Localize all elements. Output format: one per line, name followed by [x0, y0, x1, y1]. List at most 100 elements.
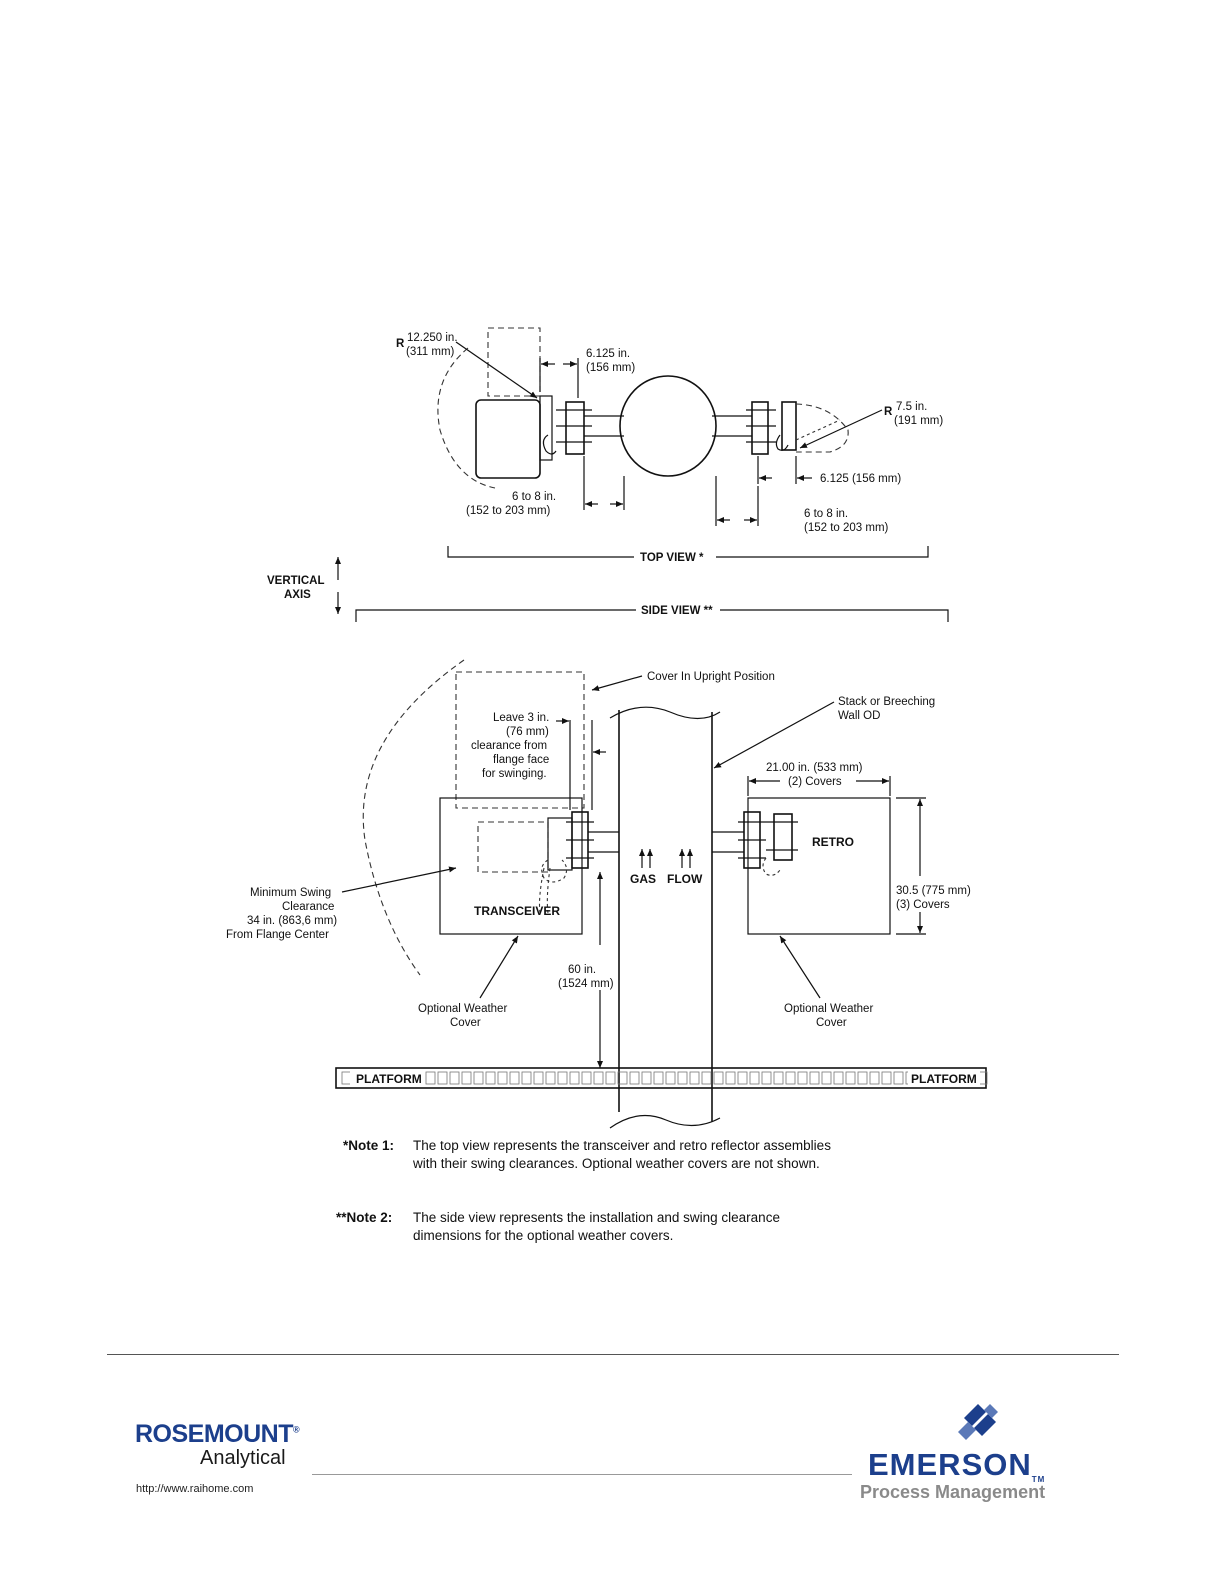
platform-cell: [797, 1071, 808, 1085]
side-swing-arc: [362, 659, 465, 976]
side-weather-right-2: Cover: [816, 1017, 847, 1029]
top-view-title: TOP VIEW *: [640, 552, 704, 564]
platform-cell: [725, 1071, 736, 1085]
side-transceiver-body: [477, 821, 549, 873]
axis-line1: VERTICAL: [267, 575, 325, 587]
top-r1-label: R: [396, 338, 405, 350]
note2-line1: The side view represents the installatio…: [413, 1210, 780, 1225]
top-gap-left-value: 6 to 8 in.: [512, 491, 556, 503]
axis-line2: AXIS: [284, 589, 311, 601]
side-view-title: SIDE VIEW **: [641, 605, 713, 617]
side-height-2: (3) Covers: [896, 899, 950, 911]
side-stack-2: Wall OD: [838, 710, 880, 722]
top-stack-circle: [619, 375, 717, 477]
side-cover-upright-label: Cover In Upright Position: [647, 671, 775, 683]
vertical-axis: VERTICAL AXIS: [267, 557, 341, 614]
note2-line2: dimensions for the optional weather cove…: [413, 1228, 673, 1243]
rosemount-url: http://www.raihome.com: [136, 1483, 254, 1495]
top-view: 6.125 in. (156 mm) R 12.250 in. (311 mm)…: [396, 327, 943, 564]
side-h60-1: 60 in.: [568, 964, 596, 976]
top-gap-right-value: 6 to 8 in.: [804, 508, 848, 520]
side-gas-label: GAS: [630, 872, 656, 886]
platform-cell: [677, 1071, 688, 1085]
analytical-text: Analytical: [200, 1447, 286, 1469]
note1-head: *Note 1:: [343, 1138, 394, 1153]
platform-cell: [497, 1071, 508, 1085]
side-leave-5: for swinging.: [482, 768, 547, 780]
top-gap-right-mm: (152 to 203 mm): [804, 522, 889, 534]
side-retro-body: [773, 813, 793, 861]
side-leave-3: clearance from: [471, 740, 547, 752]
platform-cell: [569, 1071, 580, 1085]
rosemount-reg: ®: [293, 1424, 300, 1435]
side-cover-upright: [455, 671, 585, 809]
top-flange-left: [565, 401, 585, 455]
platform-cell: [461, 1071, 472, 1085]
top-flange-right: [751, 401, 769, 455]
side-stack-1: Stack or Breeching: [838, 696, 935, 708]
top-r2-value: 7.5 in.: [896, 401, 927, 413]
top-retro: [781, 401, 797, 451]
top-gap-left-mm: (152 to 203 mm): [466, 505, 551, 517]
platform-cell: [533, 1071, 544, 1085]
platform-cell: [545, 1071, 556, 1085]
side-height-1: 30.5 (775 mm): [896, 885, 971, 897]
platform-cell: [689, 1071, 700, 1085]
side-width-2: (2) Covers: [788, 776, 842, 788]
platform-cell: [821, 1071, 832, 1085]
top-cover-upright: [487, 327, 541, 397]
side-retro-label: RETRO: [812, 835, 854, 849]
platform-cell: [437, 1071, 448, 1085]
platform-cell: [341, 1071, 352, 1085]
top-r2-label: R: [884, 406, 893, 418]
platform-cell: [749, 1071, 760, 1085]
top-transceiver-body: [475, 399, 541, 479]
platform-cell: [737, 1071, 748, 1085]
side-swing-2: Clearance: [282, 901, 334, 913]
platform-cell: [785, 1071, 796, 1085]
platform: [335, 1067, 987, 1089]
top-r2-mm: (191 mm): [894, 415, 943, 427]
top-swing-arc-right: [795, 403, 849, 453]
platform-cell: [881, 1071, 892, 1085]
top-r1-value: 12.250 in.: [407, 332, 458, 344]
platform-cell: [425, 1071, 436, 1085]
side-weather-right-1: Optional Weather: [784, 1003, 873, 1015]
side-swing-3: 34 in. (863,6 mm): [247, 915, 337, 927]
platform-left-label: PLATFORM: [356, 1072, 422, 1086]
platform-cell: [665, 1071, 676, 1085]
platform-cell: [449, 1071, 460, 1085]
platform-cell: [869, 1071, 880, 1085]
side-swing-4: From Flange Center: [226, 929, 329, 941]
platform-cell: [653, 1071, 664, 1085]
platform-cell: [845, 1071, 856, 1085]
side-transceiver-label: TRANSCEIVER: [474, 904, 560, 918]
platform-cell: [833, 1071, 844, 1085]
notes: *Note 1: The top view represents the tra…: [336, 1138, 831, 1243]
emerson-mark-icon: [958, 1404, 998, 1440]
platform-cell: [761, 1071, 772, 1085]
platform-cell: [617, 1071, 628, 1085]
side-h60-2: (1524 mm): [558, 978, 614, 990]
platform-cell: [485, 1071, 496, 1085]
emerson-tm: TM: [1031, 1475, 1046, 1485]
footer-divider: [107, 1354, 1119, 1355]
side-swing-1: Minimum Swing: [250, 887, 331, 899]
platform-cell: [641, 1071, 652, 1085]
platform-right-label: PLATFORM: [911, 1072, 977, 1086]
footer-divider-thin: [312, 1474, 852, 1475]
top-transceiver-mount: [539, 395, 553, 461]
platform-cell: [581, 1071, 592, 1085]
platform-cell: [701, 1071, 712, 1085]
side-leave-4: flange face: [493, 754, 549, 766]
platform-cell: [509, 1071, 520, 1085]
side-flow-label: FLOW: [667, 872, 703, 886]
note1-line2: with their swing clearances. Optional we…: [412, 1156, 820, 1171]
top-dim-6125-mm: (156 mm): [586, 362, 635, 374]
top-r1-mm: (311 mm): [406, 346, 455, 358]
platform-cell: [473, 1071, 484, 1085]
platform-cell: [857, 1071, 868, 1085]
top-dim-6125-value: 6.125 in.: [586, 348, 630, 360]
installation-diagram: 6.125 in. (156 mm) R 12.250 in. (311 mm)…: [226, 327, 988, 1243]
side-width-1: 21.00 in. (533 mm): [766, 762, 863, 774]
